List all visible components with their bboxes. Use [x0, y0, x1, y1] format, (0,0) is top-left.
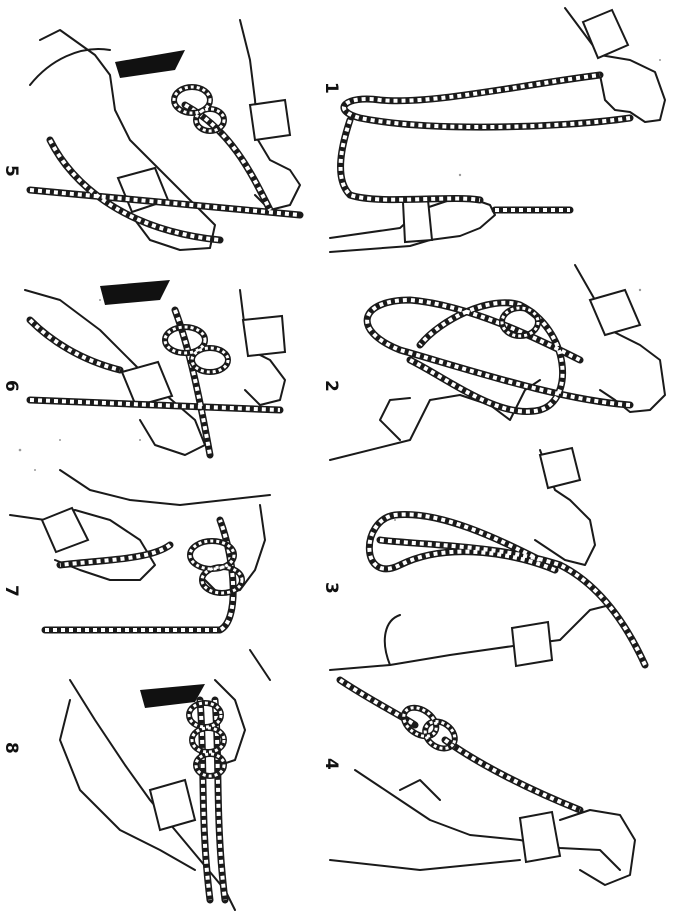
figure-eight-knot-icon — [398, 702, 460, 754]
panel-step-7: 7 — [1, 470, 270, 630]
step-number-6: 6 — [1, 380, 21, 392]
panel-step-4: 4 — [321, 680, 635, 885]
panel-step-6: 6 — [1, 280, 285, 455]
panel-step-3: 3 — [321, 448, 645, 670]
step-number-3: 3 — [321, 582, 341, 594]
panel-step-5: 5 — [1, 20, 300, 250]
step-number-2: 2 — [321, 380, 341, 392]
step-number-5: 5 — [1, 165, 21, 177]
step-number-8: 8 — [1, 742, 21, 754]
step-number-7: 7 — [1, 585, 21, 597]
panel-step-1: 1 — [321, 8, 665, 252]
step-number-4: 4 — [321, 758, 341, 770]
panel-step-2: 2 — [321, 265, 665, 460]
step-number-1: 1 — [321, 82, 341, 94]
double-loop-knot-icon — [165, 327, 228, 372]
panel-step-8: 8 — [1, 650, 270, 910]
